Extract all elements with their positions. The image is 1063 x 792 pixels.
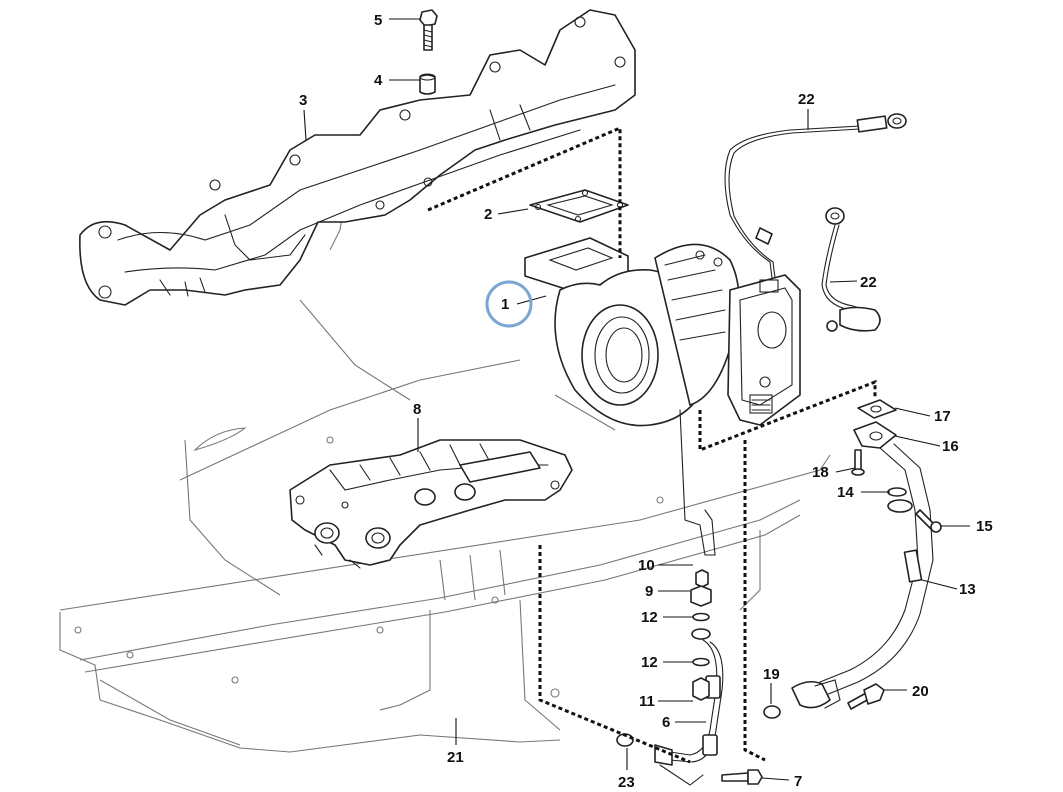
oil-return-pipe	[791, 399, 934, 709]
callout-14: 14	[837, 484, 854, 501]
callout-22-lower: 22	[860, 274, 877, 291]
oil-feed-pipe	[654, 639, 724, 786]
callout-23: 23	[618, 774, 635, 791]
turbocharger	[524, 237, 801, 556]
callout-21: 21	[447, 749, 464, 766]
flange-gasket	[529, 189, 629, 223]
callout-7: 7	[794, 773, 802, 790]
callout-15: 15	[976, 518, 993, 535]
callout-1: 1	[501, 296, 509, 313]
sensor-harness-lower	[821, 207, 881, 332]
flange-bolt	[419, 9, 438, 51]
engine-block-outline	[59, 174, 831, 753]
callout-12-lower: 12	[641, 654, 658, 671]
pipe-fittings	[690, 569, 712, 701]
callout-8: 8	[413, 401, 421, 418]
oil-valve-housing	[289, 439, 573, 569]
callout-20: 20	[912, 683, 929, 700]
callout-2: 2	[484, 206, 492, 223]
callout-9: 9	[645, 583, 653, 600]
assembly-dashed-lines	[427, 125, 877, 764]
callout-13: 13	[959, 581, 976, 598]
callout-17: 17	[934, 408, 951, 425]
callout-3: 3	[299, 92, 307, 109]
callout-19: 19	[763, 666, 780, 683]
small-fasteners	[616, 449, 942, 785]
callout-10: 10	[638, 557, 655, 574]
callout-16: 16	[942, 438, 959, 455]
exhaust-manifold	[79, 9, 636, 306]
callout-highlight-ring	[485, 280, 533, 328]
callout-11: 11	[639, 693, 655, 710]
callout-5: 5	[374, 12, 382, 29]
leader-lines	[303, 18, 970, 781]
callout-22-upper: 22	[798, 91, 815, 108]
callout-12-upper: 12	[641, 609, 658, 626]
callout-4: 4	[374, 72, 383, 89]
sensor-harness-upper	[724, 113, 907, 279]
callout-18: 18	[812, 464, 829, 481]
callout-numbers: 1 2 3 4 5 6 7 8 9 10 11 12 12 13 14 15 1…	[299, 12, 993, 791]
spacer-sleeve	[419, 73, 436, 95]
callout-6: 6	[662, 714, 670, 731]
